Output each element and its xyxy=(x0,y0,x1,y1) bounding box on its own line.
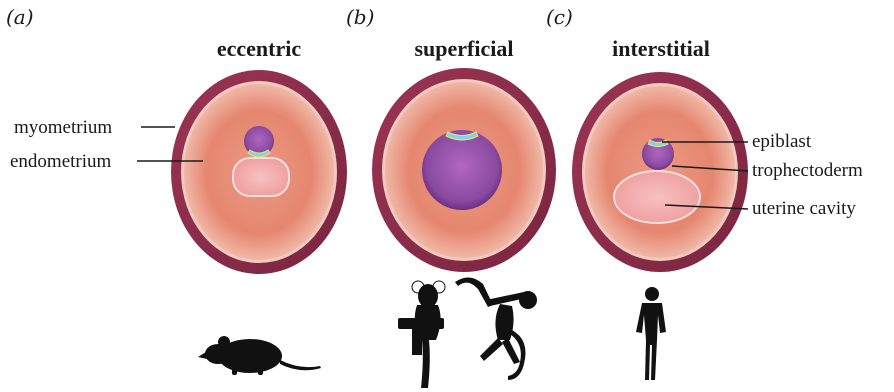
mouse-icon xyxy=(198,336,321,375)
panel-a-letter: (a) xyxy=(6,5,34,29)
panel-c-letter: (c) xyxy=(546,5,573,29)
uterus-interstitial xyxy=(572,72,748,272)
monkey-icon xyxy=(455,277,537,380)
uterus-eccentric xyxy=(171,70,347,274)
uterine-cavity xyxy=(614,171,700,223)
label-epiblast: epiblast xyxy=(752,131,812,152)
label-myometrium: myometrium xyxy=(14,117,112,138)
panel-c-title: interstitial xyxy=(612,36,710,61)
panel-a-title: eccentric xyxy=(217,36,301,61)
label-trophectoderm: trophectoderm xyxy=(752,160,863,181)
uterine-cavity xyxy=(233,158,289,196)
embryo xyxy=(422,130,502,210)
marmoset-icon xyxy=(398,281,445,388)
panel-b-letter: (b) xyxy=(346,5,374,29)
label-endometrium: endometrium xyxy=(10,151,112,172)
uterus-superficial xyxy=(372,68,556,272)
label-uterine-cavity: uterine cavity xyxy=(752,198,856,219)
panel-b-title: superficial xyxy=(415,36,514,61)
human-icon xyxy=(636,287,666,380)
